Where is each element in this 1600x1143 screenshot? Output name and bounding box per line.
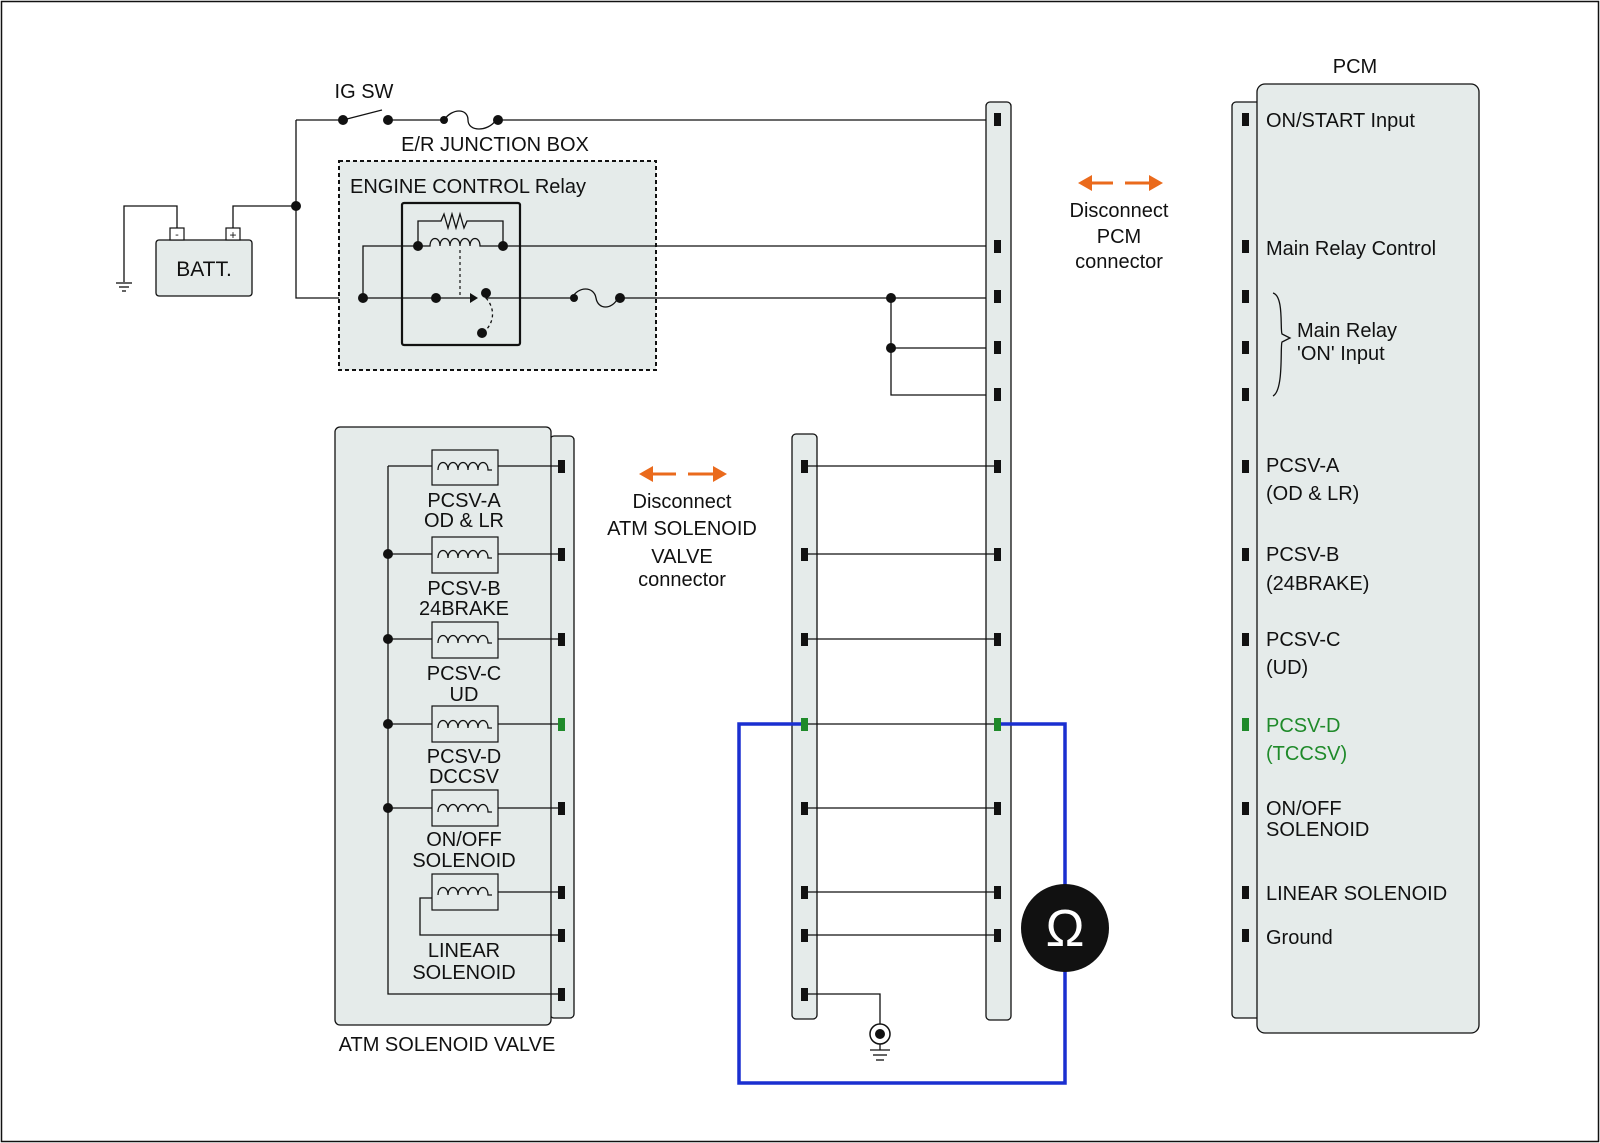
ig-switch-blade <box>342 109 383 121</box>
solenoid-onoff <box>388 789 558 827</box>
solenoid-pcsv-d <box>388 705 558 743</box>
relay-fuse <box>571 288 619 308</box>
solenoid-c-line2: UD <box>450 684 479 706</box>
relay-coil <box>418 237 503 247</box>
pcm-pin-on-start: ON/START Input <box>1266 110 1415 132</box>
pcm-pin-labels: ON/START Input Main Relay Control Main R… <box>1266 110 1447 949</box>
pcm-module <box>1256 83 1480 1034</box>
disconnect-pcm-line1: Disconnect <box>1070 200 1169 222</box>
pcm-pin-ground: Ground <box>1266 927 1333 949</box>
solenoid-labels: PCSV-A OD & LR PCSV-B 24BRAKE PCSV-C UD … <box>412 490 515 984</box>
chassis-ground-icon <box>869 1023 891 1061</box>
ohmmeter-lead-positive <box>1001 722 1067 888</box>
solenoid-d-line1: PCSV-D <box>427 746 501 768</box>
ground-symbol <box>116 282 132 292</box>
solenoid-linear <box>419 873 558 936</box>
disconnect-atm-line4: connector <box>638 569 726 591</box>
disconnect-pcm-line3: connector <box>1075 251 1163 273</box>
relay-resistor <box>417 211 504 246</box>
pcm-pin-pcsv-c-line1: PCSV-C <box>1266 629 1340 651</box>
pcm-pin-pcsv-d-line1: PCSV-D <box>1266 715 1340 737</box>
pcm-pin-pcsv-b-line2: (24BRAKE) <box>1266 573 1369 595</box>
ig-switch-label: IG SW <box>335 81 394 103</box>
disconnect-atm-line3: VALVE <box>651 546 713 568</box>
battery: - + BATT. <box>155 227 253 297</box>
pcm-pin-onoff-line2: SOLENOID <box>1266 819 1369 841</box>
disconnect-atm-line2: ATM SOLENOID <box>607 518 757 540</box>
chassis-ground-wire <box>808 993 881 1024</box>
solenoid-b-line2: 24BRAKE <box>419 598 509 620</box>
disconnect-pcm-line2: PCM <box>1097 226 1141 248</box>
relay-label: ENGINE CONTROL Relay <box>350 176 586 198</box>
pcm-pin-linear: LINEAR SOLENOID <box>1266 883 1447 905</box>
ig-fuse <box>443 110 497 130</box>
disconnect-atm-line1: Disconnect <box>633 491 732 513</box>
pcm-pin-pcsv-a-line1: PCSV-A <box>1266 455 1340 477</box>
pcm-connector-pins <box>1242 113 1249 942</box>
solenoid-pcsv-c <box>388 621 558 659</box>
pcm-pin-main-relay-control: Main Relay Control <box>1266 238 1436 260</box>
solenoid-linear-line1: LINEAR <box>428 940 500 962</box>
pcm-title: PCM <box>1333 56 1377 78</box>
disconnect-atm-arrows <box>639 466 727 482</box>
main-relay-brace <box>1272 292 1292 397</box>
solenoid-b-line1: PCSV-B <box>427 578 500 600</box>
pcm-pin-main-relay-on-line1: Main Relay <box>1297 320 1397 342</box>
pcm-pin-main-relay-on-line2: 'ON' Input <box>1297 343 1385 365</box>
battery-label: BATT. <box>176 258 232 281</box>
battery-negative-wire <box>123 205 178 282</box>
solenoid-c-line1: PCSV-C <box>427 663 501 685</box>
pcm-pin-pcsv-d-line2: (TCCSV) <box>1266 743 1347 765</box>
ohmmeter: Ω <box>1021 884 1109 972</box>
battery-positive-label: + <box>229 228 236 242</box>
junction-box-label: E/R JUNCTION BOX <box>401 134 589 156</box>
pcm-pin-pcsv-b-line1: PCSV-B <box>1266 544 1339 566</box>
battery-positive-wire <box>232 205 296 228</box>
solenoid-linear-line2: SOLENOID <box>412 962 515 984</box>
ohm-icon: Ω <box>1046 900 1085 958</box>
disconnect-pcm-arrows <box>1078 175 1163 191</box>
solenoid-onoff-line2: SOLENOID <box>412 850 515 872</box>
ohmmeter-lead-negative <box>737 722 1067 1085</box>
solenoid-a-line1: PCSV-A <box>427 490 501 512</box>
pcm-pin-pcsv-a-line2: (OD & LR) <box>1266 483 1359 505</box>
pcm-pin-pcsv-c-line2: (UD) <box>1266 657 1308 679</box>
solenoid-pcsv-a <box>388 449 558 486</box>
relay-body <box>400 201 522 347</box>
solenoid-a-line2: OD & LR <box>424 510 504 532</box>
engine-control-relay-box <box>338 160 657 371</box>
solenoid-onoff-line1: ON/OFF <box>426 829 502 851</box>
atm-solenoid-valve-title: ATM SOLENOID VALVE <box>339 1034 556 1056</box>
harness-wires <box>808 465 994 936</box>
solenoid-d-line2: DCCSV <box>429 766 500 788</box>
atm-valve-pins <box>558 460 565 1001</box>
pcm-pin-onoff-line1: ON/OFF <box>1266 798 1342 820</box>
solenoid-pcsv-b <box>388 536 558 574</box>
battery-negative-label: - <box>175 229 179 241</box>
